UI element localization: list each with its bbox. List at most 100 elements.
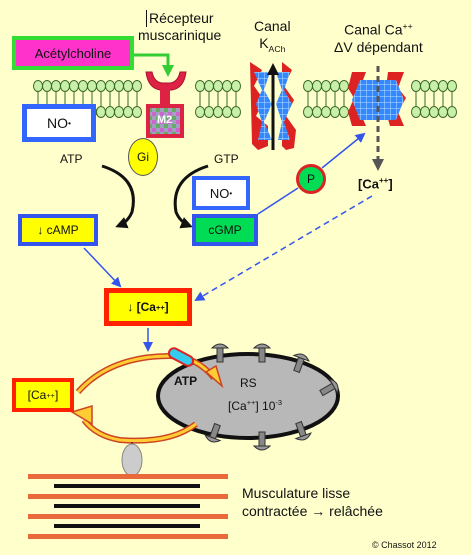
rs-ca-exp: -3 [275, 398, 283, 407]
actin-filament [28, 494, 228, 499]
lipid-head [321, 106, 331, 118]
camp-box: ↓ cAMP [18, 214, 98, 246]
lipid-head [303, 80, 313, 92]
rs-label: RS [240, 376, 257, 390]
myosin-filament [54, 504, 200, 508]
rs-ca-mid: ] 10 [255, 399, 276, 413]
ca-right-pre: [Ca [358, 176, 379, 192]
no-right-sup: • [229, 188, 233, 198]
rs-channels [204, 343, 339, 451]
rs-channel [319, 378, 339, 397]
rs-channel [292, 353, 310, 374]
gi-protein: Gi [128, 138, 158, 176]
rs-channel-cap [252, 343, 272, 349]
lipid-head [312, 106, 322, 118]
ca-left-sup: ++ [46, 390, 56, 400]
no-right-label: NO [209, 185, 230, 201]
rs-channel [252, 431, 272, 451]
camp-label: ↓ cAMP [37, 223, 79, 237]
lipid-head [51, 80, 61, 92]
lipid-head [429, 106, 439, 118]
lipid-head [303, 106, 313, 118]
canal-kach-main: K [259, 35, 269, 51]
lipid-head [60, 80, 70, 92]
rs-channel-cap [292, 353, 310, 362]
lipid-head [114, 80, 124, 92]
rs-channel-cap [294, 432, 312, 441]
atp-pump-label: ATP [174, 374, 198, 388]
no-left-sup: • [67, 118, 72, 128]
ca-center-pre: ↓ [Ca [127, 300, 156, 314]
atp-pump [167, 347, 195, 367]
lipid-head [231, 106, 241, 118]
lipid-head [222, 80, 232, 92]
myosin-filament [54, 484, 200, 488]
ca-left-pre: [Ca [27, 388, 47, 402]
rs-channel [294, 420, 312, 441]
rs-ca-pre: [Ca [228, 399, 247, 413]
lipid-head [429, 80, 439, 92]
muscle-link-node [121, 443, 143, 477]
lipid-head [447, 80, 457, 92]
cgmp-box: cGMP [192, 214, 258, 246]
gi-label: Gi [137, 150, 149, 164]
acetylcholine-box: Acétylcholine [12, 36, 134, 70]
lipid-head [330, 106, 340, 118]
rs-ca-sup: ++ [246, 398, 256, 407]
camp-to-ca-arrow [83, 247, 122, 288]
ca-center-sup: ++ [155, 302, 165, 312]
recepteur-line1: Récepteur [146, 10, 221, 27]
lipid-head [411, 80, 421, 92]
canal-kach-line1: Canal [254, 18, 291, 34]
rs-channel-cap [210, 343, 230, 349]
lipid-head [87, 80, 97, 92]
lipid-head [204, 80, 214, 92]
lipid-head [105, 80, 115, 92]
lipid-head [339, 106, 349, 118]
lipid-head [195, 106, 205, 118]
atp-camp-curve [101, 164, 135, 229]
recepteur-label: Récepteur muscarinique [138, 10, 221, 44]
no-right-box: NO• [192, 176, 250, 210]
sarcoplasmic-reticulum [156, 343, 340, 451]
ca-right-to-center-arrow [194, 195, 373, 302]
musculature-line1: Musculature lisse [242, 485, 351, 501]
actin-filament [28, 514, 228, 519]
ca-right-sup: ++ [378, 176, 389, 185]
acetylcholine-label: Acétylcholine [34, 45, 112, 61]
recepteur-line2: muscarinique [138, 27, 222, 43]
phosphate-circle: P [296, 164, 326, 194]
actin-filament [28, 474, 228, 479]
lipid-head [195, 80, 205, 92]
lipid-head [411, 106, 421, 118]
ca-center-post: ] [164, 300, 169, 314]
lipid-head [105, 106, 115, 118]
lipid-head [438, 106, 448, 118]
canal-ca-line1: Canal Ca [344, 21, 403, 38]
lipid-head [78, 80, 88, 92]
cgmp-to-p-line [257, 187, 299, 215]
canal-ca-sup: ++ [402, 21, 413, 31]
rs-channel [204, 422, 222, 443]
lipid-head [42, 80, 52, 92]
myosin-filament [54, 524, 200, 528]
ca-center-box: ↓ [Ca++] [104, 288, 192, 326]
lipid-head [96, 80, 106, 92]
lipid-head [96, 106, 106, 118]
rs-channel [252, 343, 272, 363]
rs-channel-stem [216, 347, 224, 363]
rs-channel-cap [328, 378, 339, 395]
atp-top-label: ATP [60, 152, 83, 166]
lipid-head [231, 80, 241, 92]
copyright-label: © Chassot 2012 [372, 540, 437, 550]
ca-left-post: ] [55, 388, 59, 402]
acetylcholine-arrow [134, 53, 174, 77]
musculature-line2: contractée → relâchée [242, 503, 383, 519]
rs-channel-stem [258, 431, 266, 447]
lipid-head [420, 106, 430, 118]
gtp-cgmp-curve [173, 164, 209, 229]
canal-ca-label: Canal Ca++ ΔV dépendant [334, 18, 423, 56]
lipid-head [123, 106, 133, 118]
no-left-label: NO [46, 115, 68, 131]
